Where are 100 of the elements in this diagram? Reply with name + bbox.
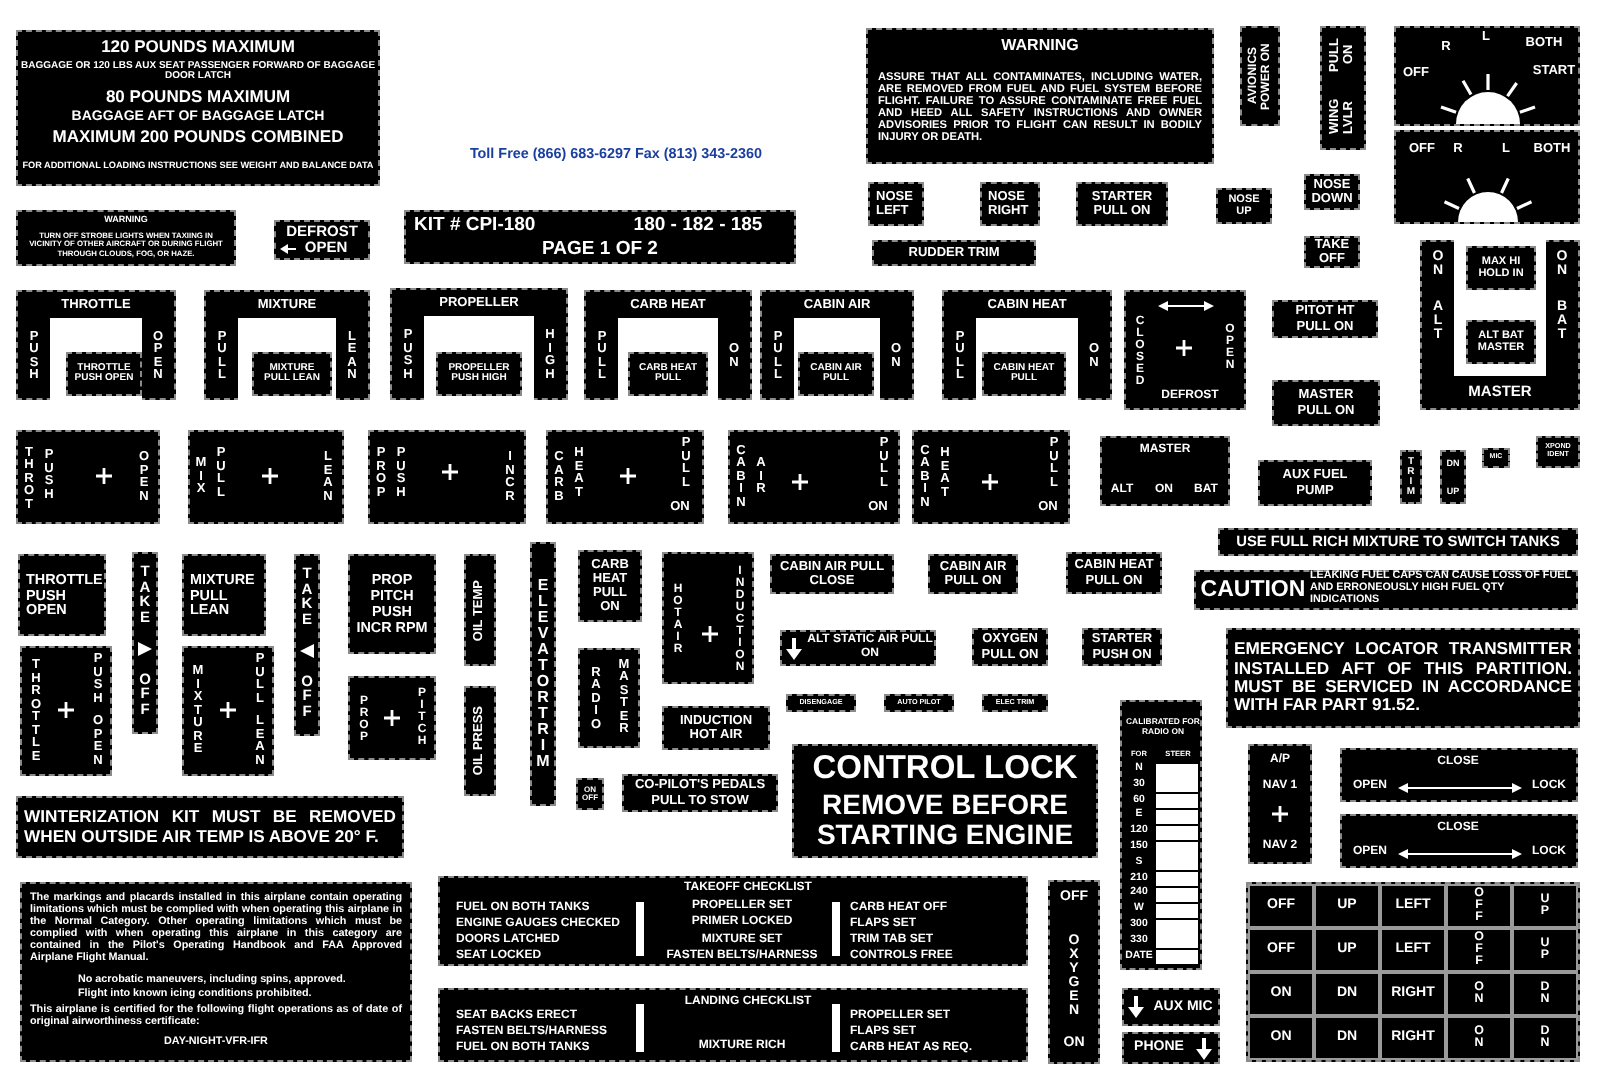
placard — [1320, 26, 1366, 150]
placard — [1076, 182, 1168, 226]
placard — [884, 694, 954, 712]
placard — [1340, 814, 1578, 868]
placard — [980, 182, 1040, 226]
placard — [1082, 628, 1162, 666]
placard-text: 120 POUNDS MAXIMUM — [101, 38, 295, 58]
placard — [982, 352, 1066, 396]
placard — [1048, 880, 1100, 1064]
placard — [16, 210, 236, 266]
placard — [760, 290, 914, 400]
placard — [1124, 290, 1246, 410]
placard — [274, 220, 370, 260]
placard-text: REMOVE BEFORE STARTING ENGINE — [814, 789, 1076, 851]
placard — [1440, 450, 1466, 504]
placard — [1272, 300, 1378, 338]
placard — [1304, 236, 1360, 268]
placard — [1122, 1032, 1220, 1064]
placard-text: ELEVATOR TRIM — [536, 578, 550, 770]
placard — [786, 694, 856, 712]
placard — [1482, 448, 1510, 468]
placard — [1218, 528, 1578, 556]
placard — [252, 352, 332, 396]
placard — [464, 686, 496, 796]
placard — [1536, 436, 1580, 468]
placard-text: CONTROL LOCK — [812, 749, 1078, 787]
placard — [628, 352, 708, 396]
placard — [1304, 174, 1360, 210]
placard — [1340, 748, 1578, 802]
placard — [866, 28, 1214, 164]
placard-text: 80 POUNDS MAXIMUM — [105, 88, 291, 108]
placard — [132, 552, 158, 734]
placard — [436, 352, 522, 396]
placard — [404, 210, 796, 264]
placard — [530, 542, 556, 806]
placard — [20, 882, 412, 1062]
placard — [576, 778, 604, 810]
placard — [1120, 700, 1202, 970]
placard-text: WARNING — [1001, 37, 1079, 55]
placard-text: EMERGENCY LOCATOR TRANSMITTER INSTALLED AFT OF THIS PARTITION. MUST BE SERVICED IN ACCORDANCE WITH FAR PART 91.52. — [1234, 640, 1572, 716]
placard — [578, 648, 640, 748]
placard — [662, 552, 754, 684]
placard — [868, 182, 924, 226]
placard — [546, 430, 704, 524]
placard — [1240, 26, 1280, 126]
placard — [1246, 882, 1580, 1062]
placard — [16, 430, 160, 524]
placard — [1394, 26, 1580, 126]
placard — [16, 30, 380, 186]
placard — [912, 430, 1070, 524]
placard — [1466, 320, 1536, 364]
placard — [1216, 188, 1272, 224]
placard — [972, 628, 1048, 666]
placard — [20, 646, 112, 776]
placard — [1122, 988, 1220, 1026]
placard — [348, 676, 436, 760]
placard — [1066, 552, 1162, 594]
placard — [770, 554, 894, 594]
placard — [1194, 570, 1578, 610]
placard — [1394, 130, 1580, 224]
placard — [390, 288, 568, 400]
placard — [622, 774, 778, 812]
placard — [942, 290, 1112, 400]
placard — [1100, 436, 1230, 506]
placard — [928, 554, 1018, 594]
placard-text: 180 - 182 - 185 — [633, 215, 763, 237]
placard — [368, 430, 526, 524]
placard — [182, 554, 266, 636]
placard — [348, 554, 436, 654]
placard — [66, 352, 142, 396]
placard — [1466, 246, 1536, 290]
placard — [792, 744, 1098, 858]
placard-text: CAUTION — [1200, 577, 1306, 603]
placard — [204, 290, 370, 400]
placard — [662, 706, 770, 750]
placard — [294, 554, 320, 736]
placard — [16, 290, 176, 400]
placard — [1272, 380, 1380, 426]
placard — [188, 430, 344, 524]
placard — [464, 554, 496, 666]
placard — [182, 646, 274, 776]
placard — [982, 694, 1048, 712]
placard — [728, 430, 900, 524]
placard — [780, 630, 936, 666]
placard — [16, 796, 404, 858]
placard — [584, 290, 752, 400]
placard — [438, 876, 1028, 966]
placard — [18, 554, 106, 636]
placard — [1226, 628, 1580, 728]
placard-text: WINTERIZATION KIT MUST BE REMOVED WHEN OUTSIDE AIR TEMP IS ABOVE 20° F. — [24, 808, 396, 846]
placard-text: MAXIMUM 200 POUNDS COMBINED — [52, 127, 344, 147]
placard — [1400, 450, 1422, 504]
placard — [798, 352, 874, 396]
placard-text: KIT # CPI-180 — [414, 215, 536, 237]
placard-text: PAGE 1 OF 2 — [542, 239, 658, 261]
placard — [438, 988, 1028, 1062]
placard — [1248, 744, 1312, 864]
placard — [872, 240, 1036, 266]
placard — [1258, 460, 1372, 506]
placard — [1420, 240, 1580, 410]
